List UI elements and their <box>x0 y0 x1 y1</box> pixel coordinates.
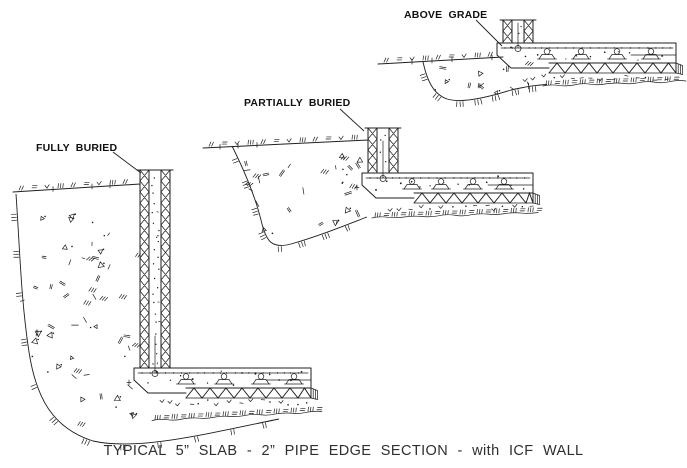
drawing-linework <box>10 19 687 451</box>
detail-above-grade <box>377 19 687 107</box>
label-leader-lines <box>112 19 503 174</box>
detail-partially-buried <box>202 127 543 253</box>
leader-line-above-grade <box>475 19 503 47</box>
label-partially-buried: PARTIALLY BURIED <box>244 97 351 109</box>
detail-fully-buried <box>10 169 323 451</box>
leader-line-partially-buried <box>339 108 365 132</box>
leader-line-fully-buried <box>112 151 142 174</box>
label-above-grade: ABOVE GRADE <box>404 9 487 21</box>
label-fully-buried: FULLY BURIED <box>36 142 117 154</box>
drawing-caption: TYPICAL 5” SLAB - 2” PIPE EDGE SECTION -… <box>103 443 584 459</box>
